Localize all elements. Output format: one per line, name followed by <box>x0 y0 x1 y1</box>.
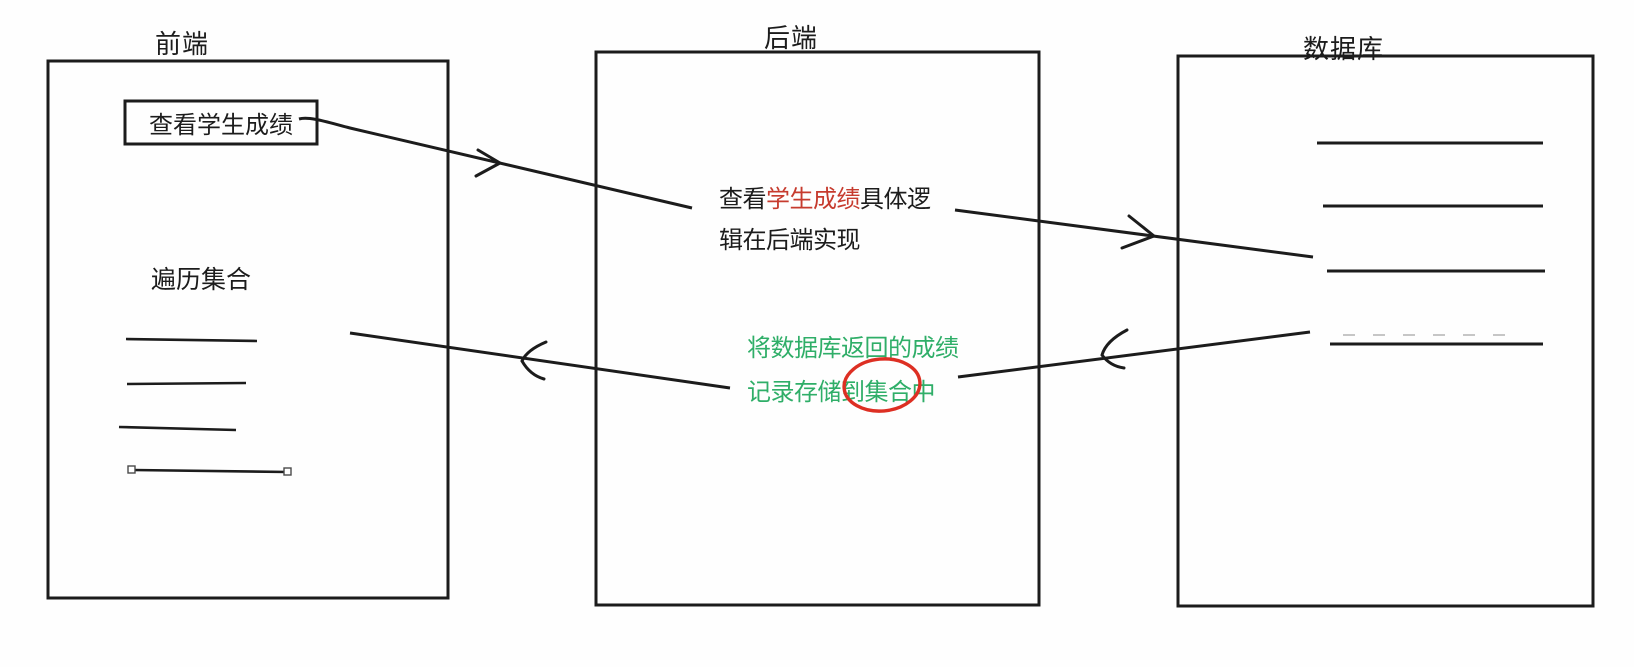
arrowhead-right-icon <box>1120 214 1156 250</box>
backend-request-line2: 辑在后端实现 <box>719 226 860 254</box>
request-line1-prefix: 查看 <box>719 185 767 213</box>
selection-handle-right[interactable] <box>283 467 292 476</box>
arrow-backend-to-database <box>954 208 1314 259</box>
arrow-frontend-to-backend <box>298 116 693 210</box>
view-grades-button-label: 查看学生成绩 <box>149 111 293 139</box>
backend-label: 后端 <box>764 24 819 54</box>
request-line1-highlight: 学生成绩 <box>766 185 861 213</box>
frontend-list-line-1 <box>125 337 258 343</box>
arrow-database-to-backend <box>957 330 1311 379</box>
backend-request-note: 查看学生成绩具体逻 辑在后端实现 <box>719 179 931 261</box>
frontend-list-line-4 <box>132 468 289 474</box>
frontend-list-line-3 <box>118 425 237 432</box>
arrow-backend-to-frontend <box>349 331 731 390</box>
database-box <box>1176 54 1595 608</box>
frontend-label: 前端 <box>155 30 210 60</box>
backend-request-line1: 查看学生成绩具体逻 <box>719 179 931 220</box>
request-line1-suffix: 具体逻 <box>860 185 931 213</box>
selection-handle-left[interactable] <box>127 465 136 474</box>
backend-response-line2: 记录存储到集合中 <box>747 378 935 406</box>
backend-response-note: 将数据库返回的成绩 记录存储到集合中 <box>747 326 959 414</box>
arrowhead-left-icon <box>520 340 548 381</box>
iterate-collection-note: 遍历集合 <box>151 265 252 294</box>
frontend-list-line-2 <box>126 381 247 386</box>
arrowhead-left-icon <box>1100 328 1129 370</box>
database-label: 数据库 <box>1303 35 1385 65</box>
arrowhead-right-icon <box>474 148 502 178</box>
backend-response-line1: 将数据库返回的成绩 <box>747 334 959 362</box>
